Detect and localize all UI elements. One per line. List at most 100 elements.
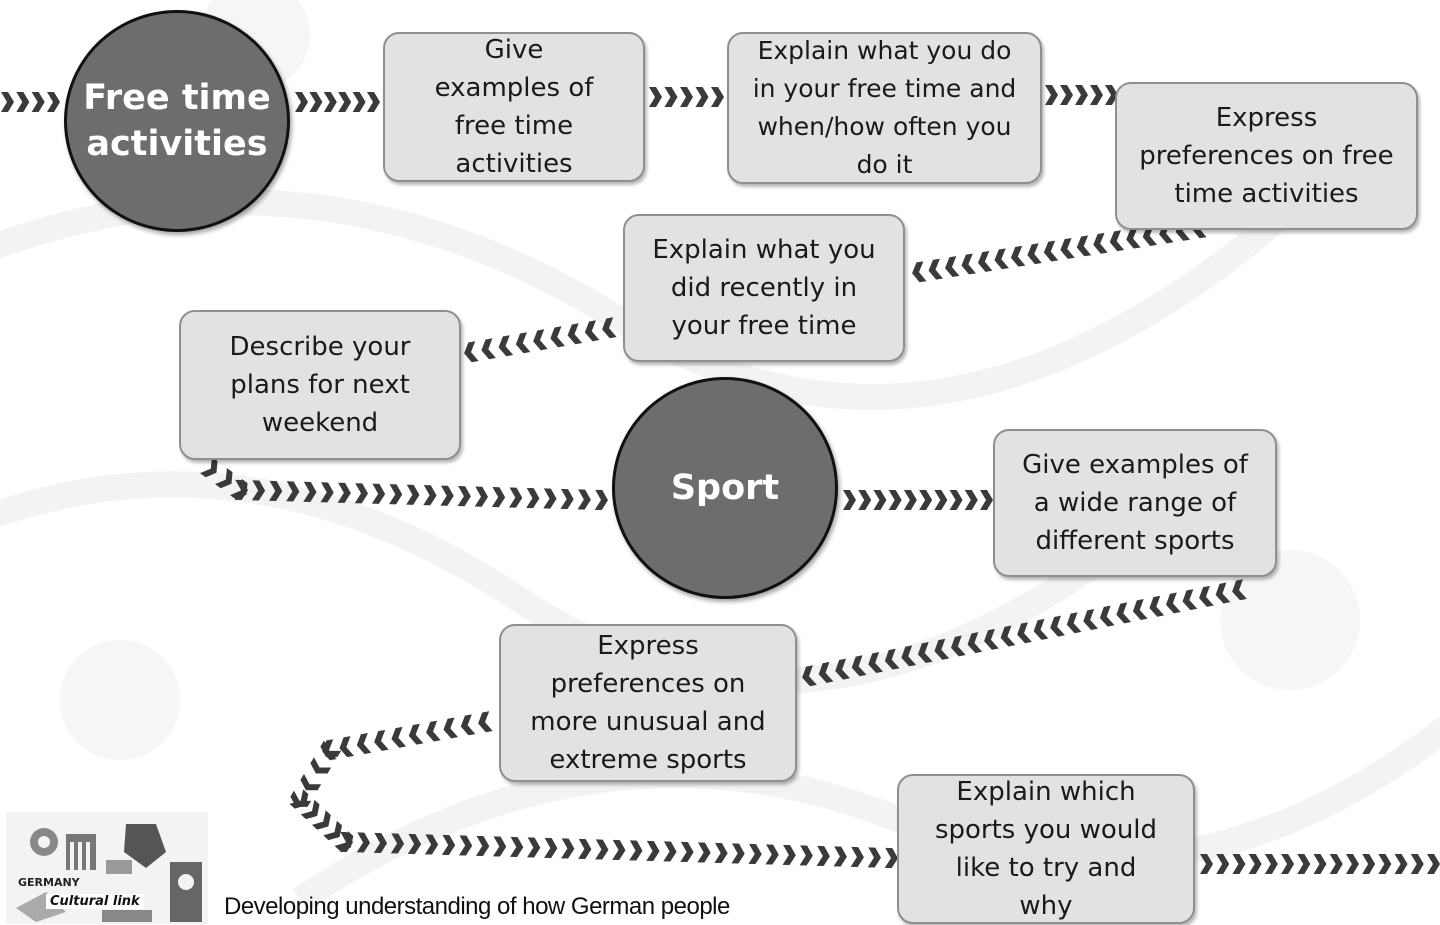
chevron-mark: [543, 488, 557, 509]
chevron-mark: [1093, 232, 1108, 254]
chevron-mark: [934, 638, 950, 660]
chevron-mark: [31, 92, 45, 112]
chevron-mark: [527, 837, 541, 858]
step-explain-try-sports-label: Explain which sports you would like to t…: [934, 777, 1158, 921]
chevron-mark: [1345, 854, 1359, 874]
chevron-mark: [440, 485, 454, 506]
chevron-mark: [515, 332, 531, 354]
chevron-mark: [269, 480, 283, 502]
chevron-mark: [868, 651, 884, 673]
step-explain-try-sports[interactable]: Explain which sports you would like to t…: [897, 774, 1195, 924]
chevron-mark: [697, 842, 711, 863]
chevron-mark: [544, 837, 558, 859]
chevron-mark: [251, 480, 266, 501]
chevron-mark: [1027, 243, 1042, 265]
chevron-mark: [1010, 245, 1026, 267]
chevron-mark: [423, 485, 437, 506]
logo-country-text: GERMANY: [18, 876, 80, 889]
chevron-mark: [765, 844, 779, 865]
chevron-mark: [818, 661, 834, 683]
chevron-mark: [595, 839, 609, 860]
step-explain-free-time[interactable]: Explain what you do in your free time an…: [727, 32, 1042, 184]
chevron-mark: [977, 250, 993, 272]
chevron-mark: [1182, 589, 1198, 611]
chevron-mark: [1216, 854, 1230, 874]
chevron-mark: [457, 486, 471, 507]
chevron-mark: [1427, 854, 1440, 874]
chevron-mark: [945, 256, 960, 278]
chevron-mark: [680, 87, 693, 107]
chevron-mark: [426, 720, 441, 742]
step-express-preferences-sports[interactable]: Express preferences on more unusual and …: [499, 624, 797, 782]
chevron-mark: [695, 87, 709, 107]
chevron-mark: [533, 329, 548, 351]
chevron-mark: [1083, 608, 1099, 630]
chevron-mark: [1116, 602, 1132, 624]
chevron-mark: [888, 490, 902, 510]
chevron-mark: [339, 736, 355, 758]
chevron-mark: [406, 484, 420, 505]
chevron-mark: [560, 488, 574, 510]
chevron-mark: [799, 845, 813, 866]
chevron-mark: [680, 841, 694, 863]
chevron-mark: [443, 717, 459, 739]
chevron-mark: [1000, 625, 1016, 647]
step-express-preferences-free-time-label: Express preferences on free time activit…: [1139, 103, 1394, 209]
chevron-mark: [1060, 238, 1075, 259]
topic-sport-circle[interactable]: Sport: [612, 377, 838, 599]
chevron-mark: [509, 487, 523, 508]
chevron-mark: [884, 847, 898, 869]
chevron-mark: [934, 490, 948, 510]
chevron-mark: [1066, 612, 1082, 634]
chevron-mark: [664, 87, 678, 107]
chevron-mark: [984, 628, 999, 650]
chevron-mark: [1017, 622, 1032, 644]
step-express-preferences-free-time[interactable]: Express preferences on free time activit…: [1115, 82, 1418, 230]
chevron-mark: [1199, 585, 1214, 607]
step-describe-plans[interactable]: Describe your plans for next weekend: [179, 310, 461, 460]
chevron-mark: [994, 248, 1009, 270]
chevron-mark: [286, 481, 300, 502]
chevron-mark: [949, 490, 963, 510]
step-explain-recently-label: Explain what you did recently in your fr…: [652, 235, 876, 341]
logo-link-text: Cultural link: [46, 894, 144, 909]
chevron-mark: [371, 483, 386, 504]
chevron-mark: [354, 483, 368, 504]
chevron-mark: [1378, 854, 1392, 874]
chevron-mark: [300, 799, 320, 820]
chevron-mark: [578, 838, 592, 860]
chevron-mark: [526, 487, 540, 509]
chevron-mark: [1105, 85, 1118, 105]
chevron-mark: [714, 842, 728, 864]
chevron-mark: [407, 833, 422, 855]
chevron-mark: [1, 92, 14, 112]
topic-free-time-label: Free time activities: [83, 78, 271, 164]
chevron-mark: [584, 320, 600, 342]
chevron-mark: [1076, 235, 1092, 257]
chevron-mark: [1132, 599, 1148, 621]
chevron-mark: [320, 482, 334, 503]
chevron-mark: [748, 843, 762, 865]
chevron-mark: [1232, 579, 1247, 601]
chevron-mark: [389, 484, 403, 505]
chevron-mark: [510, 836, 524, 858]
chevron-mark: [1126, 227, 1141, 249]
chevron-mark: [356, 832, 371, 853]
chevron-mark: [550, 326, 565, 348]
chevron-mark: [873, 490, 887, 510]
step-give-examples[interactable]: Give examples of free time activities: [383, 32, 645, 182]
chevron-mark: [474, 486, 488, 507]
chevron-mark: [802, 665, 817, 687]
chevron-mark: [851, 655, 867, 677]
chevron-mark: [1281, 854, 1295, 874]
chevron-mark: [310, 757, 332, 774]
step-explain-recently[interactable]: Explain what you did recently in your fr…: [623, 214, 905, 362]
chevron-mark: [1215, 582, 1231, 604]
topic-free-time-circle[interactable]: Free time activities: [64, 10, 290, 232]
step-give-examples-sports[interactable]: Give examples of a wide range of differe…: [993, 429, 1277, 577]
chevron-mark: [1394, 854, 1408, 874]
chevron-mark: [475, 835, 490, 857]
chevron-mark: [980, 490, 993, 510]
chevron-mark: [835, 658, 850, 680]
chevron-mark: [1232, 854, 1246, 874]
